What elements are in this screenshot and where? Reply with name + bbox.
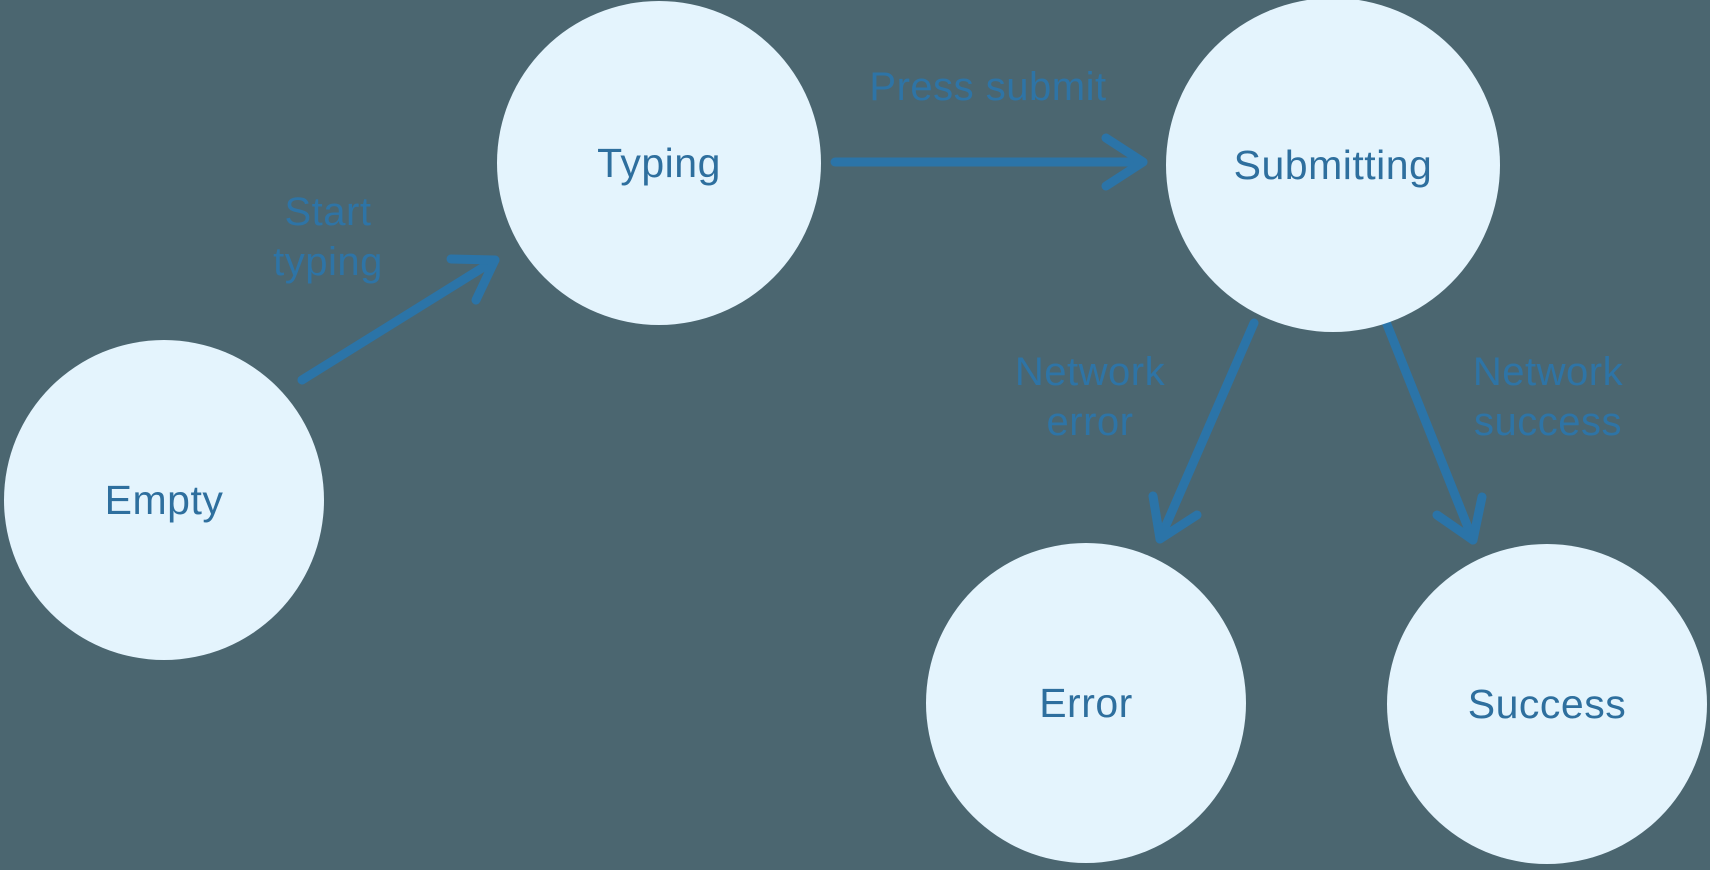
- state-submitting: Submitting: [1166, 0, 1500, 332]
- state-empty-label: Empty: [104, 476, 224, 523]
- edge-submitting-to-error-arrowhead-icon: [1148, 491, 1202, 544]
- edge-submitting-to-success-arrowhead-icon: [1432, 492, 1487, 545]
- edge-label-network-error: Network error: [1014, 350, 1166, 444]
- edge-label-network-success: Network success: [1472, 350, 1624, 444]
- state-success: Success: [1387, 544, 1707, 864]
- state-typing: Typing: [497, 1, 821, 325]
- edge-label-press-submit: Press submit: [869, 65, 1107, 109]
- state-submitting-label: Submitting: [1233, 141, 1433, 188]
- edge-label-start-typing: Start typing: [273, 190, 383, 284]
- state-success-label: Success: [1467, 680, 1627, 727]
- state-typing-label: Typing: [597, 139, 721, 186]
- edge-empty-to-typing-arrowhead-icon: [446, 254, 500, 305]
- edge-typing-to-submitting: [830, 133, 1148, 191]
- state-error: Error: [926, 543, 1246, 863]
- state-error-label: Error: [1039, 679, 1133, 726]
- state-empty: Empty: [4, 340, 324, 660]
- edge-typing-to-submitting-arrowhead-icon: [1101, 133, 1148, 191]
